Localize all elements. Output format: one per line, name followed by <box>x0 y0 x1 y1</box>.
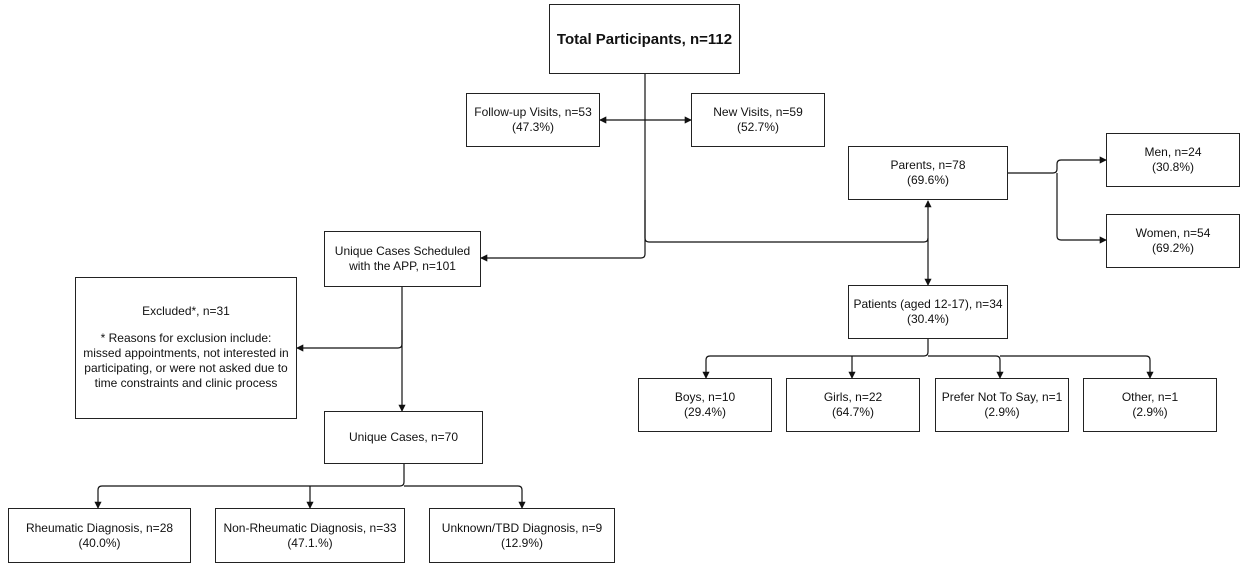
other-label: Other, n=1 <box>1121 390 1179 404</box>
arrow-scheduled <box>480 200 646 262</box>
unknown-diagnosis-percent: (12.9%) <box>500 535 544 550</box>
gender-branch <box>702 339 929 379</box>
unique-cases-box: Unique Cases, n=70 <box>324 411 483 464</box>
arrow-women <box>1056 173 1107 244</box>
scheduled-cases-line2: with the APP, n=101 <box>349 259 456 273</box>
parents-percent: (69.6%) <box>906 173 950 187</box>
women-box: Women, n=54 (69.2%) <box>1106 214 1240 268</box>
arrow-unknown <box>404 485 526 509</box>
arrow-prefer-not <box>928 355 1004 379</box>
follow-up-visits-box: Follow-up Visits, n=53 (47.3%) <box>466 93 600 147</box>
exclusion-reasons-note: * Reasons for exclusion include: missed … <box>83 331 289 390</box>
total-participants-box: Total Participants, n=112 <box>549 4 740 74</box>
excluded-box: Excluded*, n=31 * Reasons for exclusion … <box>75 277 297 419</box>
girls-box: Girls, n=22 (64.7%) <box>786 378 920 432</box>
prefer-not-to-say-label: Prefer Not To Say, n=1 <box>941 390 1063 404</box>
men-box: Men, n=24 (30.8%) <box>1106 133 1240 187</box>
scheduled-cases-line1: Unique Cases Scheduled <box>334 244 471 258</box>
arrow-other <box>1000 355 1154 379</box>
non-rheumatic-diagnosis-percent: (47.1.%) <box>287 535 333 550</box>
new-visits-box: New Visits, n=59 (52.7%) <box>691 93 825 147</box>
unknown-diagnosis-box: Unknown/TBD Diagnosis, n=9 (12.9%) <box>429 508 615 563</box>
parents-label: Parents, n=78 <box>890 158 966 172</box>
patients-label: Patients (aged 12-17), n=34 <box>853 297 1003 311</box>
boys-label: Boys, n=10 <box>674 390 736 404</box>
boys-percent: (29.4%) <box>683 405 727 419</box>
scheduled-cases-box: Unique Cases Scheduled with the APP, n=1… <box>324 231 481 287</box>
patients-box: Patients (aged 12-17), n=34 (30.4%) <box>848 285 1008 339</box>
men-label: Men, n=24 <box>1144 145 1202 159</box>
parents-box: Parents, n=78 (69.6%) <box>848 146 1008 200</box>
women-percent: (69.2%) <box>1151 241 1195 255</box>
prefer-not-to-say-percent: (2.9%) <box>984 405 1020 419</box>
parents-split <box>1008 156 1107 174</box>
rheumatic-diagnosis-label: Rheumatic Diagnosis, n=28 <box>25 520 174 535</box>
total-participants-label: Total Participants, n=112 <box>556 30 733 48</box>
other-box: Other, n=1 (2.9%) <box>1083 378 1217 432</box>
new-visits-percent: (52.7%) <box>736 120 780 134</box>
non-rheumatic-diagnosis-label: Non-Rheumatic Diagnosis, n=33 <box>223 520 397 535</box>
girls-percent: (64.7%) <box>831 405 875 419</box>
boys-box: Boys, n=10 (29.4%) <box>638 378 772 432</box>
diagnosis-branch <box>94 464 405 509</box>
unique-cases-label: Unique Cases, n=70 <box>348 430 459 444</box>
follow-up-visits-label: Follow-up Visits, n=53 <box>474 105 592 119</box>
rheumatic-diagnosis-percent: (40.0%) <box>78 535 121 550</box>
excluded-label: Excluded*, n=31 <box>142 304 230 318</box>
rheumatic-diagnosis-box: Rheumatic Diagnosis, n=28 (40.0%) <box>8 508 191 563</box>
girls-label: Girls, n=22 <box>823 390 883 404</box>
arrow-excluded <box>296 287 403 352</box>
unknown-diagnosis-label: Unknown/TBD Diagnosis, n=9 <box>441 520 603 535</box>
men-percent: (30.8%) <box>1151 160 1195 174</box>
follow-up-visits-percent: (47.3%) <box>511 120 555 134</box>
women-label: Women, n=54 <box>1135 226 1211 240</box>
prefer-not-to-say-box: Prefer Not To Say, n=1 (2.9%) <box>935 378 1069 432</box>
new-visits-label: New Visits, n=59 <box>713 105 803 119</box>
other-percent: (2.9%) <box>1132 405 1168 419</box>
non-rheumatic-diagnosis-box: Non-Rheumatic Diagnosis, n=33 (47.1.%) <box>215 508 405 563</box>
patients-percent: (30.4%) <box>906 312 950 326</box>
